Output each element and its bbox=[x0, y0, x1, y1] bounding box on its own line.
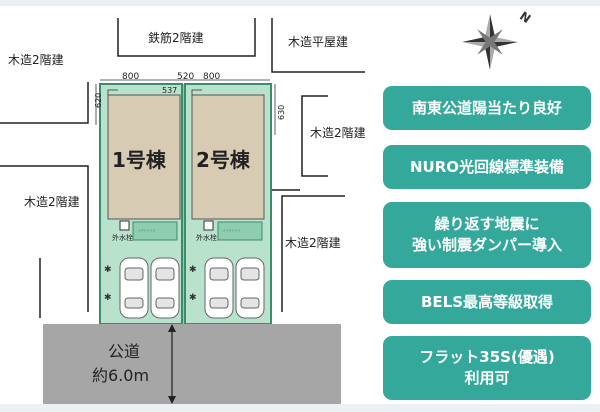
neighbor-right-mid-outline bbox=[301, 95, 328, 177]
car-lot1-b-window bbox=[155, 267, 175, 281]
road-arrow-top bbox=[168, 324, 176, 332]
feature-badge-sunlight-label: 南東公道陽当たり良好 bbox=[411, 98, 562, 117]
dimension-lines bbox=[95, 79, 276, 135]
dimension-inner: 537 bbox=[162, 86, 177, 95]
svg-text:✱: ✱ bbox=[104, 265, 112, 275]
feature-badge-bels-label: BELS最高等級取得 bbox=[420, 292, 554, 311]
lot2-name: 2号棟 bbox=[196, 148, 251, 172]
neighbor-right-bottom-outline bbox=[281, 195, 345, 312]
lot2-house bbox=[191, 94, 265, 220]
lot1-water-meter-label: 外水栓 bbox=[112, 233, 133, 242]
svg-text:ᐟᐟᐟᐟᐟᐟ: ᐟᐟᐟᐟᐟᐟ bbox=[138, 228, 156, 236]
parking bbox=[119, 257, 265, 319]
neighbor-left-mid-label: 木造2階建 bbox=[24, 194, 80, 209]
compass-needle-n bbox=[490, 14, 495, 42]
dimension-gap: 520 bbox=[177, 72, 194, 82]
svg-text:ᐟᐟᐟᐟᐟᐟ: ᐟᐟᐟᐟᐟᐟ bbox=[223, 228, 241, 236]
car-lot1-b bbox=[150, 257, 180, 319]
compass-diag-2 bbox=[477, 42, 490, 55]
car-lot2-a-window bbox=[209, 267, 229, 281]
feature-badge-damper-label: 繰り返す地震に 強い制震ダンパー導入 bbox=[411, 215, 562, 254]
top-band bbox=[0, 0, 600, 6]
car-lot2-b-rear bbox=[240, 297, 260, 309]
compass-needle-n-shade bbox=[485, 14, 490, 42]
lot2-water-meter-label: 外水栓 bbox=[196, 233, 217, 242]
lamp-posts: ✱ ✱ ✱ ✱ bbox=[104, 265, 197, 303]
feature-badge-bels: BELS最高等級取得 bbox=[383, 280, 591, 324]
car-lot2-a bbox=[204, 257, 234, 319]
compass-needle-s-shade bbox=[485, 42, 490, 70]
feature-badge-flat35s: フラット35S(優遇) 利用可 bbox=[383, 336, 591, 400]
public-road bbox=[43, 324, 341, 404]
compass-needle-s bbox=[490, 42, 495, 70]
bottom-band bbox=[0, 404, 600, 412]
lot2-water-meter-box bbox=[203, 220, 214, 231]
feature-badge-nuro: NURO光回線標準装備 bbox=[383, 145, 591, 189]
lot1-water-meter-box bbox=[119, 220, 130, 231]
feature-badge-sunlight: 南東公道陽当たり良好 bbox=[383, 86, 591, 130]
feature-badge-damper: 繰り返す地震に 強い制震ダンパー導入 bbox=[383, 202, 591, 268]
neighbor-top-right-outline bbox=[271, 18, 365, 73]
dimension-side-left: 620 bbox=[94, 93, 103, 108]
neighbor-left-top-label: 木造2階建 bbox=[8, 52, 64, 67]
compass-north-letter: N bbox=[517, 9, 533, 26]
car-lot1-a-window bbox=[124, 267, 144, 281]
neighbor-top-center-outline bbox=[117, 18, 256, 57]
lot2-house-corner bbox=[191, 89, 202, 95]
car-lot1-a bbox=[119, 257, 149, 319]
neighbor-right-mid-label: 木造2階建 bbox=[310, 125, 366, 140]
road-width-label: 約6.0m bbox=[92, 366, 149, 385]
compass-diag-4 bbox=[477, 29, 490, 42]
lot1-garden bbox=[132, 221, 178, 241]
lot1-house bbox=[107, 94, 181, 220]
lot1-name: 1号棟 bbox=[112, 148, 167, 172]
lot1-house-corner bbox=[107, 89, 118, 95]
neighbor-left-mid-outline bbox=[0, 165, 89, 312]
svg-text:✱: ✱ bbox=[104, 293, 112, 303]
compass-diag-3 bbox=[490, 42, 503, 55]
car-lot2-b-window bbox=[240, 267, 260, 281]
feature-badge-flat35s-label: フラット35S(優遇) 利用可 bbox=[419, 348, 555, 387]
svg-text:✱: ✱ bbox=[189, 265, 197, 275]
compass-needle-w-shade bbox=[462, 42, 490, 47]
dimension-width-lot2: 800 bbox=[203, 72, 220, 82]
compass-needle-e-shade bbox=[490, 37, 518, 42]
dimension-width-lot1: 800 bbox=[122, 72, 139, 82]
car-lot2-b bbox=[235, 257, 265, 319]
dimension-side-right: 630 bbox=[277, 105, 286, 120]
road-arrow-bottom bbox=[168, 396, 176, 404]
car-lot1-a-rear bbox=[124, 297, 144, 309]
feature-badge-nuro-label: NURO光回線標準装備 bbox=[409, 157, 565, 176]
neighbor-top-right-label: 木造平屋建 bbox=[288, 35, 348, 49]
svg-text:✱: ✱ bbox=[189, 293, 197, 303]
neighbor-right-bottom-label: 木造2階建 bbox=[285, 235, 341, 250]
neighbor-outlines bbox=[0, 18, 365, 318]
compass bbox=[462, 14, 518, 70]
neighbor-left-top-outline bbox=[0, 82, 89, 124]
garden-texture: ᐟᐟᐟᐟᐟᐟ ᐟᐟᐟᐟᐟᐟ bbox=[138, 228, 241, 236]
compass-needle-w bbox=[462, 37, 490, 42]
road-label: 公道 bbox=[108, 342, 140, 361]
car-lot1-b-rear bbox=[155, 297, 175, 309]
neighbor-top-center-label: 鉄筋2階建 bbox=[148, 30, 204, 45]
compass-needle-e bbox=[490, 42, 518, 47]
lot2-garden bbox=[217, 221, 263, 241]
car-lot2-a-rear bbox=[209, 297, 229, 309]
compass-diag-1 bbox=[490, 29, 503, 42]
